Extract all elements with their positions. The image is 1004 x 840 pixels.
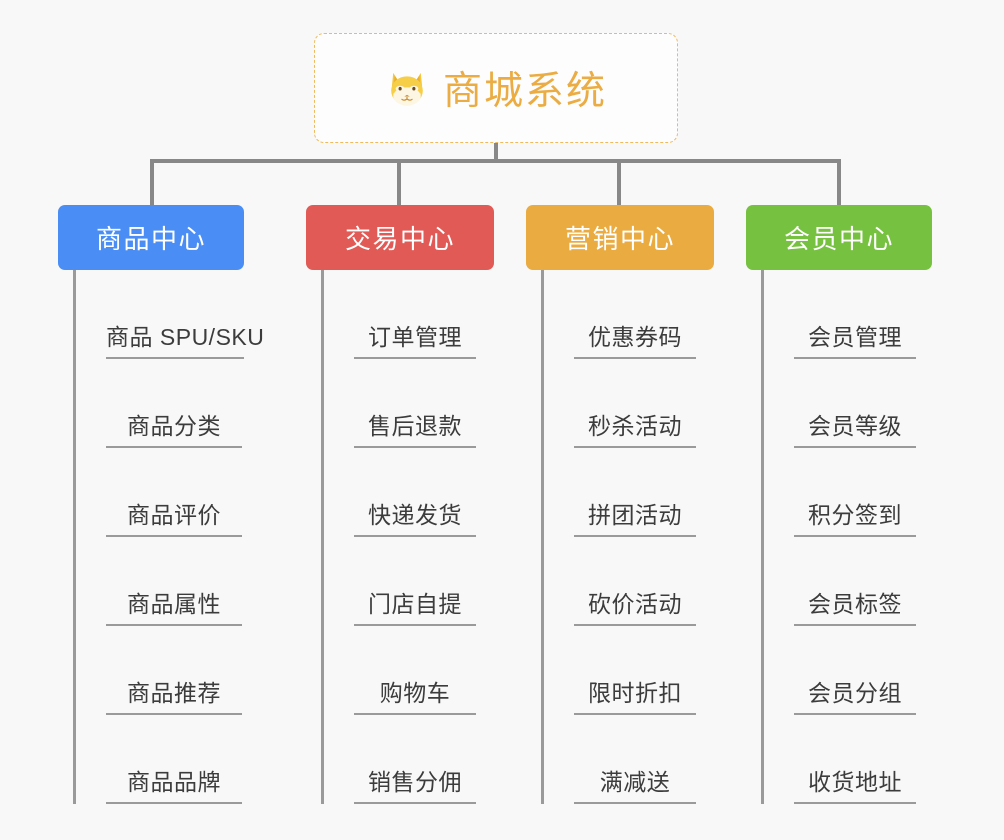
branch-header-marketing-center[interactable]: 营销中心 (526, 205, 714, 270)
list-item[interactable]: 积分签到 (764, 448, 932, 537)
list-item-label: 购物车 (354, 674, 476, 715)
list-item-label: 商品推荐 (106, 674, 242, 715)
list-item-label: 商品分类 (106, 407, 242, 448)
list-item[interactable]: 砍价活动 (544, 537, 714, 626)
branch-items-trade-center: 订单管理 售后退款 快递发货 门店自提 购物车 销售分佣 (321, 270, 494, 804)
connector-drop-2 (397, 159, 401, 207)
list-item[interactable]: 订单管理 (324, 270, 494, 359)
list-item[interactable]: 商品评价 (76, 448, 244, 537)
branch-header-trade-center[interactable]: 交易中心 (306, 205, 494, 270)
list-item[interactable]: 收货地址 (764, 715, 932, 804)
branch-trade-center: 交易中心 订单管理 售后退款 快递发货 门店自提 购物车 销售分佣 (306, 205, 494, 804)
branch-items-product-center: 商品 SPU/SKU 商品分类 商品评价 商品属性 商品推荐 商品品牌 (73, 270, 264, 804)
list-item-label: 会员管理 (794, 318, 916, 359)
list-item[interactable]: 商品推荐 (76, 626, 244, 715)
list-item-label: 售后退款 (354, 407, 476, 448)
list-item-label: 商品评价 (106, 496, 242, 537)
list-item[interactable]: 商品分类 (76, 359, 244, 448)
list-item-label: 砍价活动 (574, 585, 696, 626)
list-item-label: 收货地址 (794, 763, 916, 804)
list-item[interactable]: 会员管理 (764, 270, 932, 359)
list-item[interactable]: 限时折扣 (544, 626, 714, 715)
dog-face-icon (385, 66, 429, 110)
branch-marketing-center: 营销中心 优惠券码 秒杀活动 拼团活动 砍价活动 限时折扣 满减送 (526, 205, 714, 804)
list-item[interactable]: 满减送 (544, 715, 714, 804)
list-item[interactable]: 会员分组 (764, 626, 932, 715)
list-item[interactable]: 售后退款 (324, 359, 494, 448)
list-item-label: 秒杀活动 (574, 407, 696, 448)
list-item-label: 优惠券码 (574, 318, 696, 359)
list-item-label: 会员标签 (794, 585, 916, 626)
connector-drop-4 (837, 159, 841, 207)
root-title: 商城系统 (442, 70, 607, 113)
connector-drop-3 (617, 159, 621, 207)
list-item[interactable]: 秒杀活动 (544, 359, 714, 448)
list-item[interactable]: 商品属性 (76, 537, 244, 626)
list-item[interactable]: 会员标签 (764, 537, 932, 626)
list-item-label: 满减送 (574, 763, 696, 804)
root-node[interactable]: 商城系统 (314, 33, 678, 143)
list-item-label: 订单管理 (354, 318, 476, 359)
list-item-label: 商品属性 (106, 585, 242, 626)
branch-header-product-center[interactable]: 商品中心 (58, 205, 244, 270)
list-item-label: 商品 SPU/SKU (106, 318, 264, 359)
list-item-label: 拼团活动 (574, 496, 696, 537)
list-item-label: 商品品牌 (106, 763, 242, 804)
list-item[interactable]: 快递发货 (324, 448, 494, 537)
list-item[interactable]: 优惠券码 (544, 270, 714, 359)
list-item[interactable]: 门店自提 (324, 537, 494, 626)
list-item-label: 会员等级 (794, 407, 916, 448)
list-item[interactable]: 商品 SPU/SKU (76, 270, 264, 359)
list-item[interactable]: 销售分佣 (324, 715, 494, 804)
list-item[interactable]: 购物车 (324, 626, 494, 715)
list-item[interactable]: 商品品牌 (76, 715, 244, 804)
branch-items-marketing-center: 优惠券码 秒杀活动 拼团活动 砍价活动 限时折扣 满减送 (541, 270, 714, 804)
branch-product-center: 商品中心 商品 SPU/SKU 商品分类 商品评价 商品属性 商品推荐 商品品牌 (58, 205, 264, 804)
list-item-label: 会员分组 (794, 674, 916, 715)
list-item-label: 销售分佣 (354, 763, 476, 804)
connector-horizontal-bus (150, 159, 840, 163)
branch-header-member-center[interactable]: 会员中心 (746, 205, 932, 270)
list-item-label: 积分签到 (794, 496, 916, 537)
connector-drop-1 (150, 159, 154, 207)
list-item-label: 快递发货 (354, 496, 476, 537)
list-item-label: 限时折扣 (574, 674, 696, 715)
list-item[interactable]: 拼团活动 (544, 448, 714, 537)
list-item-label: 门店自提 (354, 585, 476, 626)
list-item[interactable]: 会员等级 (764, 359, 932, 448)
branch-items-member-center: 会员管理 会员等级 积分签到 会员标签 会员分组 收货地址 (761, 270, 932, 804)
connector-root-stem (494, 143, 498, 163)
branch-member-center: 会员中心 会员管理 会员等级 积分签到 会员标签 会员分组 收货地址 (746, 205, 932, 804)
